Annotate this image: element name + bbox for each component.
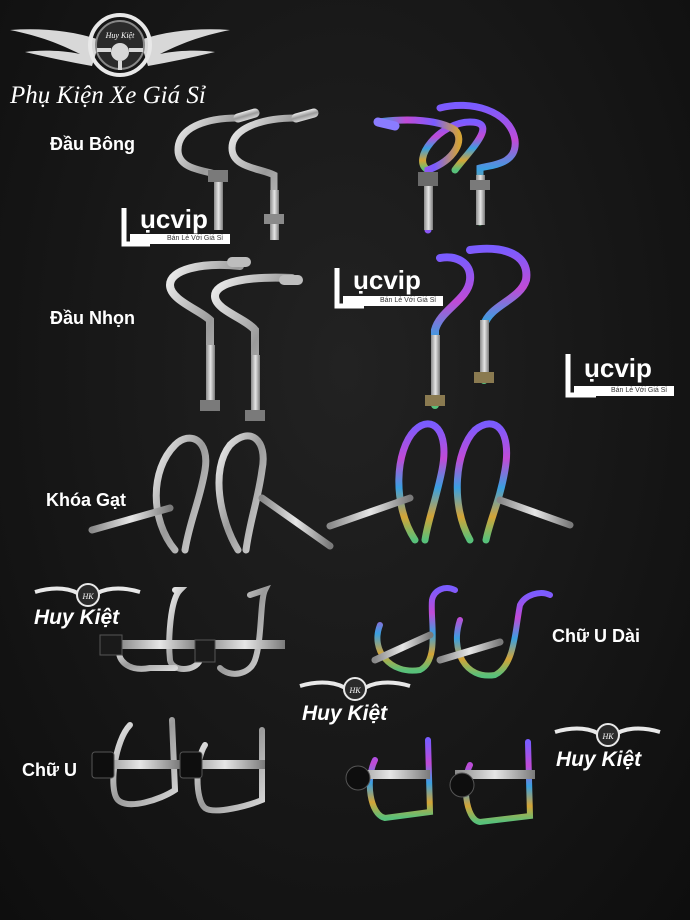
- watermark-cucvip-2-sub: Bán Lẻ Với Giá Sỉ: [377, 297, 439, 304]
- hook-dau-bong-titanium: [373, 101, 519, 234]
- label-dau-nhon: Đầu Nhọn: [50, 308, 135, 328]
- huy-kiet-monogram: HK: [348, 686, 361, 695]
- brand-title: Phụ Kiện Xe Giá Sỉ: [10, 82, 206, 109]
- huy-kiet-monogram: HK: [81, 592, 94, 601]
- hook-dau-nhon-silver: [165, 257, 303, 421]
- brand-logo-text: Huy Kiệt: [105, 31, 135, 40]
- watermark-cucvip-3-sub: Bán Lẻ Với Giá Sỉ: [608, 387, 670, 394]
- u-long-hook-titanium: [371, 585, 553, 679]
- watermark-huy-kiet-3: HK: [554, 723, 661, 747]
- watermark-huy-kiet-1-text: Huy Kiệt: [34, 606, 120, 629]
- u-hook-titanium: [345, 737, 535, 826]
- watermark-huy-kiet-3-text: Huy Kiệt: [556, 748, 642, 771]
- u-long-hook-silver: [99, 584, 285, 677]
- watermark-cucvip-3-text: ụcvip: [584, 353, 652, 383]
- watermark-cucvip-1-sub: Bán Lẻ Với Giá Sỉ: [164, 235, 226, 242]
- hook-dau-nhon-titanium: [425, 244, 531, 409]
- label-chu-u: Chữ U: [22, 760, 78, 780]
- watermark-huy-kiet-2-text: Huy Kiệt: [302, 702, 388, 725]
- carabiner-silver: [88, 432, 334, 554]
- u-hook-silver: [91, 717, 265, 814]
- label-dau-bong: Đầu Bông: [50, 134, 135, 154]
- carabiner-titanium: [326, 420, 574, 544]
- watermark-huy-kiet-2: HK: [299, 677, 411, 701]
- hook-dau-bong-silver: [174, 108, 319, 240]
- label-chu-u-dai: Chữ U Dài: [552, 626, 641, 646]
- watermark-cucvip-1-text: ụcvip: [140, 204, 208, 234]
- brand-logo: Huy Kiệt: [10, 13, 230, 77]
- watermark-huy-kiet-1: HK: [34, 583, 141, 607]
- watermark-cucvip-2-text: ụcvip: [353, 265, 421, 295]
- label-khoa-gat: Khóa Gạt: [46, 490, 127, 510]
- huy-kiet-monogram: HK: [601, 732, 614, 741]
